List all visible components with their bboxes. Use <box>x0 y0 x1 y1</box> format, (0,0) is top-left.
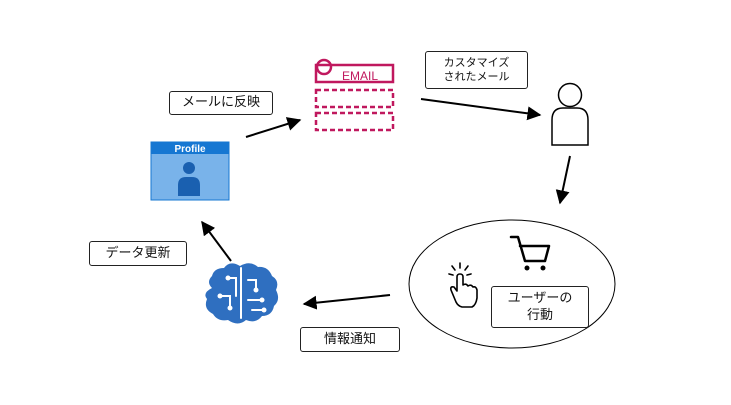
arrow-user-to-action <box>555 155 571 205</box>
email-icon: EMAIL <box>314 58 395 132</box>
profile-avatar-head <box>183 162 195 174</box>
arrow-action-to-ai <box>302 294 391 310</box>
shopping-cart-icon <box>509 235 551 271</box>
label-info-notify: 情報通知 <box>300 327 400 352</box>
label-user-action: ユーザーの 行動 <box>491 286 589 328</box>
label-data-update: データ更新 <box>89 241 187 266</box>
profile-avatar-body <box>178 177 200 196</box>
click-pointer-icon <box>448 262 478 308</box>
ai-brain-icon <box>205 263 279 324</box>
email-label: EMAIL <box>342 69 378 83</box>
user-action-ellipse <box>408 219 616 349</box>
profile-card-icon: Profile <box>150 141 230 201</box>
arrow-ai-to-profile <box>201 220 232 262</box>
user-icon <box>551 82 589 146</box>
arrow-email-to-user <box>420 98 542 121</box>
label-reflect-to-mail: メールに反映 <box>169 91 273 115</box>
label-customized-mail: カスタマイズ されたメール <box>425 51 528 89</box>
arrow-profile-to-email <box>245 117 302 138</box>
profile-title: Profile <box>174 144 206 155</box>
